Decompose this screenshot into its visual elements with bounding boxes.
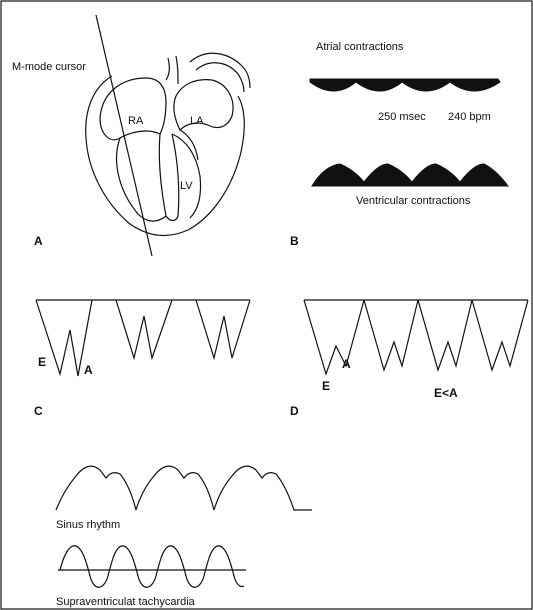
label-lv: LV — [180, 180, 193, 192]
rhythm-panel: Sinus rhythm Supraventriculat tachycardi… — [56, 466, 312, 608]
timing-label: 250 msec — [378, 111, 426, 123]
panel-c: E A C — [34, 300, 250, 418]
panel-letter-b: B — [290, 234, 299, 248]
panel-letter-c: C — [34, 404, 43, 418]
e-label-c: E — [38, 355, 46, 369]
a-label-d: A — [342, 357, 351, 371]
label-ra: RA — [128, 115, 144, 127]
panel-letter-d: D — [290, 404, 299, 418]
e-less-than-a-label: E<A — [434, 386, 458, 400]
vessel-left — [166, 58, 169, 80]
ea-waveform-d — [304, 300, 528, 374]
svt-trace — [60, 546, 244, 588]
ventricular-contractions-label: Ventricular contractions — [356, 195, 471, 207]
atrial-contractions-label: Atrial contractions — [316, 41, 404, 53]
mitral-valve-leaflet — [180, 130, 198, 160]
sinus-rhythm-label: Sinus rhythm — [56, 519, 120, 531]
rate-label: 240 bpm — [448, 111, 491, 123]
ea-waveform-c — [36, 300, 250, 376]
svt-label: Supraventriculat tachycardia — [56, 596, 196, 608]
e-label-d: E — [322, 379, 330, 393]
atrial-contraction-trace — [310, 79, 500, 91]
sinus-rhythm-trace — [56, 466, 312, 510]
a-label-c: A — [84, 363, 93, 377]
aorta-arch-inner — [196, 63, 244, 92]
right-atrium-outline — [100, 78, 166, 140]
m-mode-cursor-label: M-mode cursor — [12, 61, 86, 73]
left-atrium-outline — [174, 80, 233, 130]
panel-d: E A E<A D — [290, 300, 528, 418]
panel-letter-a: A — [34, 234, 43, 248]
left-ventricle-outline — [172, 134, 201, 218]
vessel-right — [176, 56, 178, 84]
label-la: LA — [190, 115, 204, 127]
septum-outline — [159, 134, 179, 221]
ventricular-contraction-trace — [312, 164, 508, 186]
panel-b: Atrial contractions 250 msec 240 bpm Ven… — [290, 41, 508, 248]
panel-a: M-mode cursor RA LA LV A — [12, 15, 250, 256]
